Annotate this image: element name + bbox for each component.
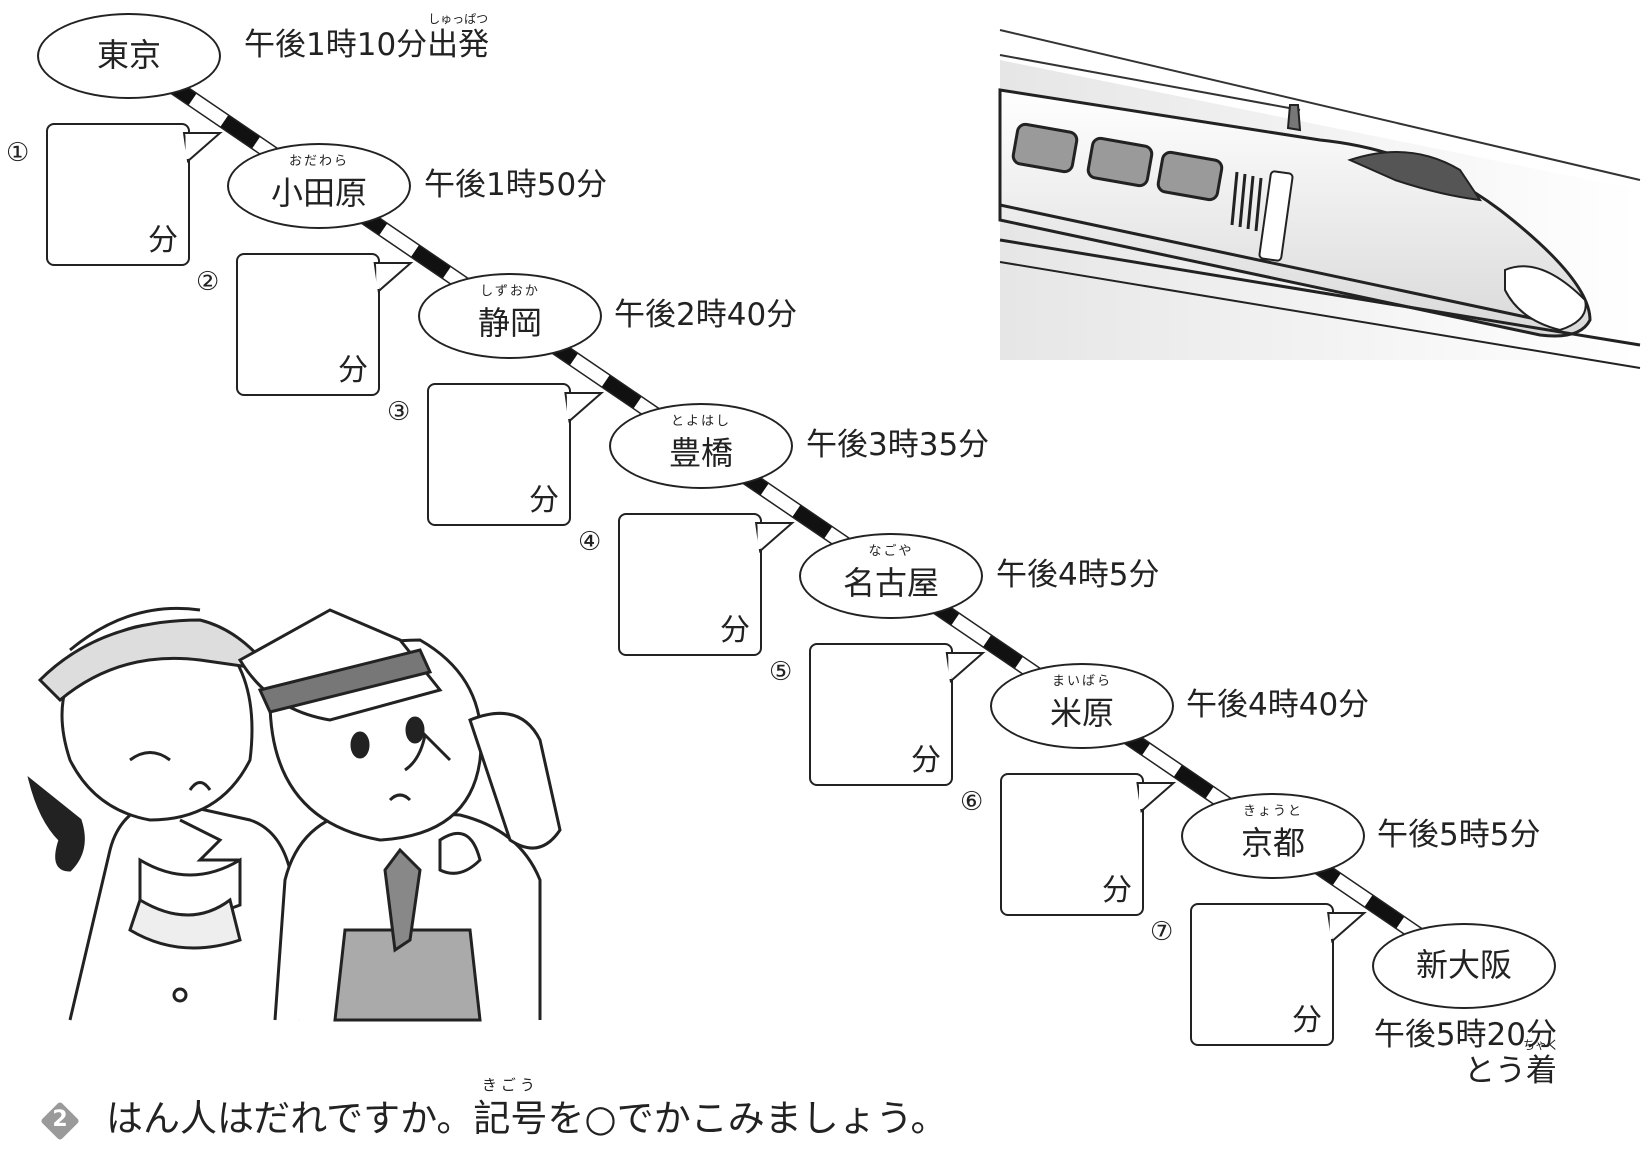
station-shizuoka: しずおか 静岡 (418, 273, 602, 359)
item-number: ④ (578, 527, 602, 557)
furigana: きょうと (1242, 804, 1303, 819)
station-name: 新大阪 (1415, 946, 1512, 984)
answer-box-3[interactable]: 分 (427, 383, 571, 526)
station-odawara: おだわら 小田原 (227, 143, 411, 229)
item-number: ⑦ (1150, 917, 1174, 947)
question-number-badge: 2 (40, 1101, 80, 1141)
answer-box-7[interactable]: 分 (1190, 903, 1334, 1046)
furigana: おだわら (288, 154, 349, 169)
station-time: 午後3時35分 (806, 427, 990, 463)
time-suffix: とう着 (1464, 1053, 1557, 1089)
furigana: きごう (481, 1076, 539, 1094)
time-text: 午後5時20分 (1373, 1017, 1557, 1053)
station-name: 米原 (1049, 694, 1114, 732)
station-kyoto: きょうと 京都 (1181, 793, 1365, 879)
station-time: 午後5時5分 (1377, 817, 1541, 853)
detective-girl-illustration (27, 606, 302, 1021)
track-segment (379, 223, 419, 257)
unit-label: 分 (720, 613, 750, 648)
station-time: 午後2時40分 (614, 297, 798, 333)
question-text-2: を○でかこみましょう。 (547, 1097, 948, 1140)
station-toyohashi: とよはし 豊橋 (609, 403, 793, 489)
track-segment (761, 483, 801, 517)
track-segment (220, 115, 260, 149)
answer-box-5[interactable]: 分 (809, 643, 953, 786)
answer-box-4[interactable]: 分 (618, 513, 762, 656)
station-maibara: まいばら 米原 (990, 663, 1174, 749)
station-time: 午後4時40分 (1186, 687, 1370, 723)
station-name: 小田原 (270, 174, 367, 212)
furigana: しゅっぱつ (428, 12, 489, 26)
station-name: 静岡 (477, 304, 542, 342)
answer-box-1[interactable]: 分 (46, 123, 190, 266)
track-segment (570, 353, 610, 387)
departure-time: 午後1時10分しゅっぱつ出発 (244, 13, 490, 63)
station-time: 午後4時5分 (996, 557, 1160, 593)
track-segment (951, 613, 991, 647)
question-text-1: はん人はだれですか。 (106, 1097, 474, 1140)
station-name: 東京 (96, 36, 161, 74)
furigana: しずおか (480, 284, 540, 299)
item-number: ③ (387, 397, 411, 427)
unit-label: 分 (148, 223, 178, 258)
track-segment (188, 93, 229, 127)
station-name: 京都 (1240, 824, 1305, 862)
track-segment (1364, 895, 1404, 929)
unit-label: 分 (529, 483, 559, 518)
station-shin-osaka: 新大阪 (1372, 923, 1556, 1009)
station-name: 豊橋 (668, 434, 733, 472)
item-number: ① (6, 138, 30, 168)
station-nagoya: なごや 名古屋 (799, 533, 983, 619)
furigana: とよはし (670, 414, 731, 429)
station-name: 名古屋 (842, 564, 939, 602)
unit-label: 分 (1102, 873, 1132, 908)
furigana: まいばら (1051, 674, 1112, 689)
item-number: ② (196, 267, 220, 297)
answer-box-6[interactable]: 分 (1000, 773, 1144, 916)
time-text: 午後1時10分 (244, 27, 428, 63)
detective-boy-illustration (237, 608, 562, 1022)
answer-box-2[interactable]: 分 (236, 253, 380, 396)
furigana: ちゃく (1523, 1038, 1560, 1052)
unit-label: 分 (911, 743, 941, 778)
shinkansen-train-illustration (998, 29, 1641, 369)
item-number: ⑥ (960, 787, 984, 817)
station-time: 午後1時50分 (424, 167, 608, 203)
question-2: 2 はん人はだれですか。きごう記号を○でかこみましょう。 (40, 1078, 948, 1141)
track-segment (602, 375, 642, 409)
track-segment (1333, 873, 1373, 907)
question-ruby-word: 記号 (473, 1097, 548, 1140)
item-number: ⑤ (769, 657, 793, 687)
unit-label: 分 (1292, 1003, 1322, 1038)
time-suffix: 出発 (427, 27, 490, 63)
furigana: なごや (868, 544, 914, 559)
track-segment (1142, 743, 1182, 777)
track-segment (983, 635, 1023, 669)
track-segment (792, 505, 832, 539)
unit-label: 分 (338, 353, 368, 388)
arrival-time: 午後5時20分 ちゃくとう着 (1373, 1017, 1560, 1089)
track-segment (411, 245, 451, 279)
station-tokyo: 東京 (37, 13, 221, 99)
track-segment (1174, 765, 1214, 799)
